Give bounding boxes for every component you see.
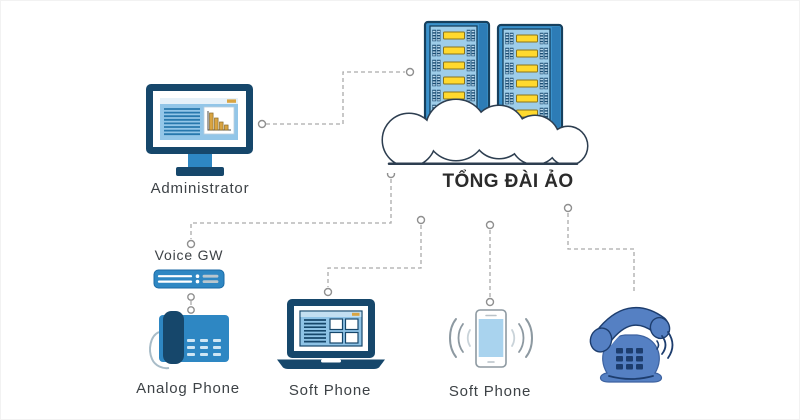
thumbnail-grid: [329, 318, 359, 344]
laptop-window: [299, 310, 363, 347]
soft-phone-laptop-label: Soft Phone: [288, 382, 372, 399]
signal-waves: [449, 318, 533, 358]
virtual-pbx-title: TỔNG ĐÀI ẢO: [442, 171, 574, 192]
phone-keypad: [187, 339, 221, 356]
laptop-icon: [277, 299, 385, 369]
soft-phone-mobile-node: [443, 307, 539, 371]
laptop-hinge-notch: [321, 359, 341, 363]
cloud: [381, 98, 589, 173]
telephone-keypad: [616, 348, 643, 370]
virtual-pbx-node: [371, 13, 611, 173]
cloud-servers-icon: [381, 13, 589, 173]
desktop-monitor-icon: [146, 84, 253, 176]
browser-window: [160, 98, 238, 140]
analog-phone-label: Analog Phone: [136, 380, 240, 397]
soft-phone-laptop-node: [271, 297, 391, 371]
bar-chart: [203, 106, 235, 135]
desk-phone-node: [581, 301, 681, 386]
administrator-label: Administrator: [150, 180, 250, 197]
connector-endpoint-dots: [186, 67, 573, 314]
text-lines: [164, 108, 200, 136]
voice-gw-node: [153, 269, 225, 290]
smartphone-screen: [478, 319, 504, 357]
voice-gateway-icon: [153, 269, 225, 289]
connector-virtualpbx-voicegw: [190, 179, 392, 239]
phone-cord: [149, 331, 170, 370]
telephone-handset: [589, 305, 671, 353]
connector-virtualpbx-softphone-laptop: [327, 225, 422, 287]
connector-virtualpbx-deskphone: [567, 213, 635, 291]
browser-button: [352, 312, 360, 316]
browser-button: [227, 99, 236, 103]
monitor-stand-base: [176, 167, 224, 176]
ringing-telephone-icon: [589, 305, 674, 383]
analog-phone-icon: [149, 311, 229, 370]
ring-waves: [656, 331, 674, 359]
soft-phone-mobile-label: Soft Phone: [448, 383, 532, 400]
monitor-stand-neck: [188, 154, 212, 168]
connector-administrator-virtualpbx: [266, 71, 405, 125]
smartphone-icon: [449, 309, 533, 368]
administrator-node: [143, 81, 258, 183]
text-lines: [304, 319, 326, 343]
analog-phone-node: [143, 308, 235, 374]
voice-gw-label: Voice GW: [154, 247, 224, 263]
phone-handset: [163, 311, 184, 364]
laptop-base: [277, 359, 385, 369]
